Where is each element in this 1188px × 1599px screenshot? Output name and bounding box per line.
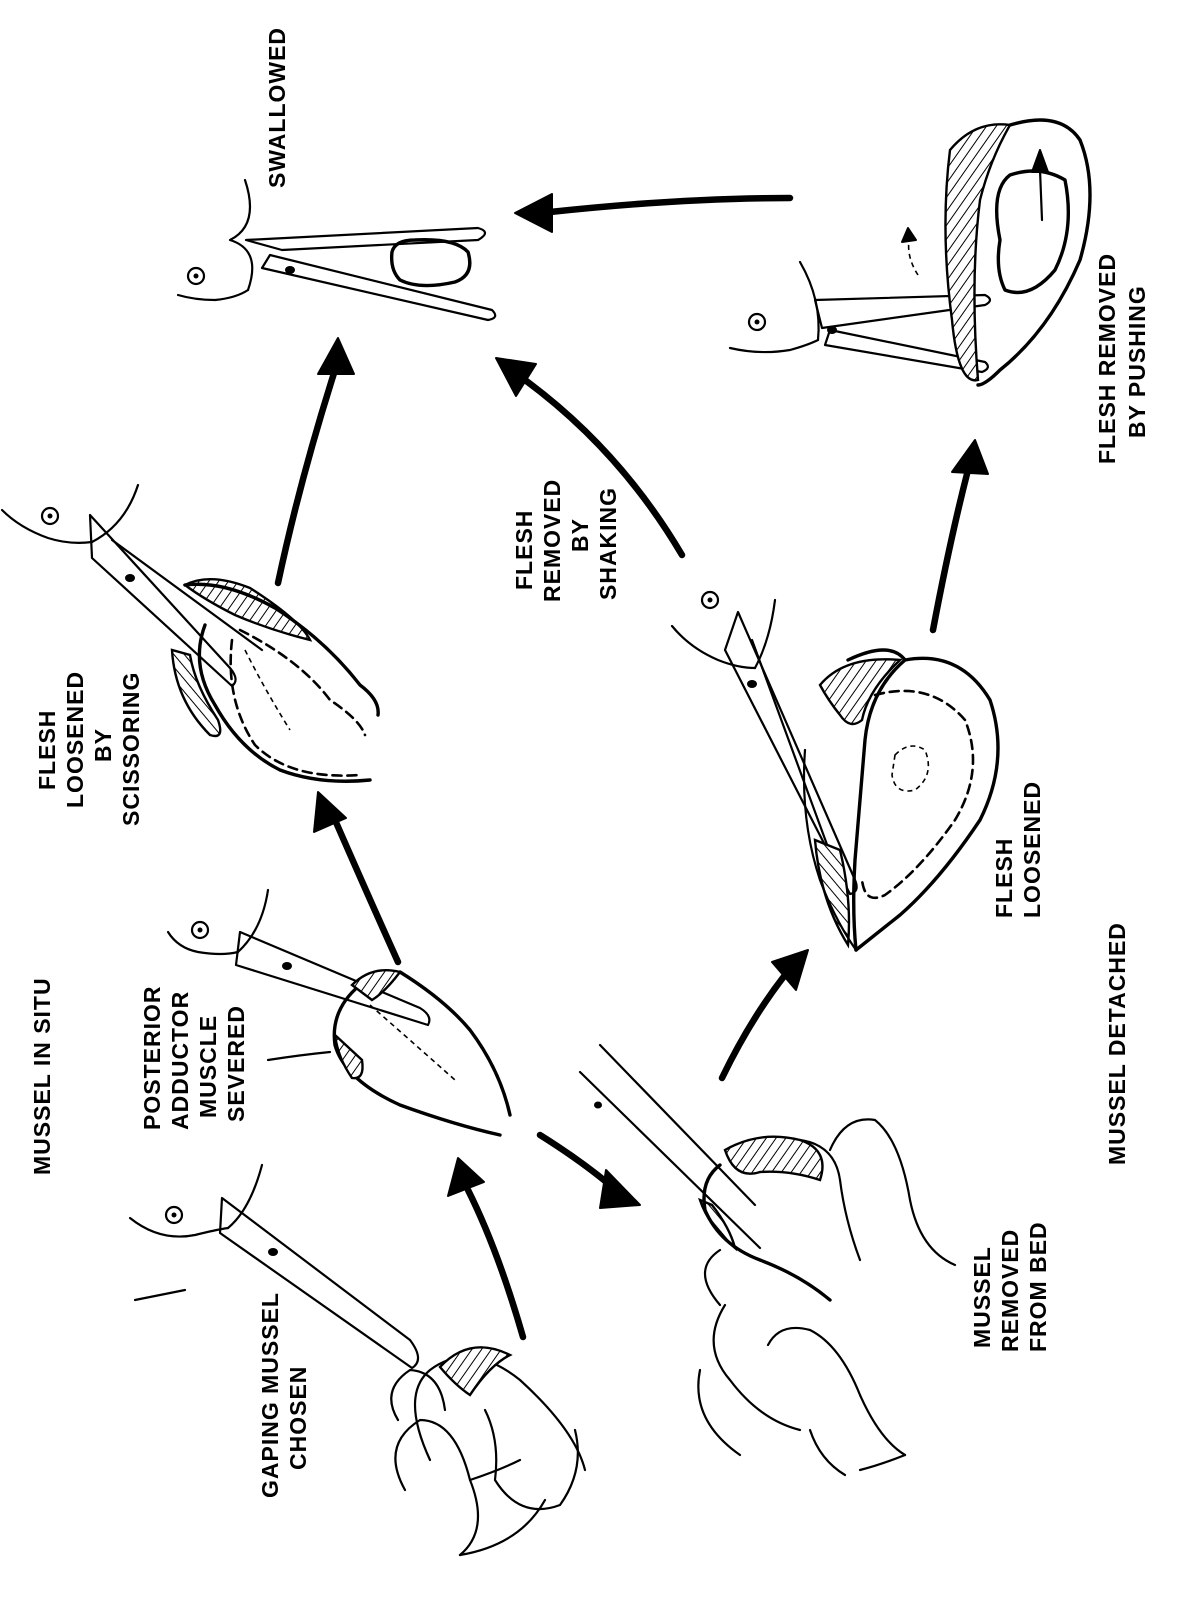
svg-text:FROM BED: FROM BED [1025,1221,1051,1352]
svg-text:LOOSENED: LOOSENED [62,671,88,808]
illustration-flesh-pushing [730,120,1090,385]
svg-text:MUSSEL: MUSSEL [969,1246,995,1348]
svg-text:FLESH REMOVED: FLESH REMOVED [1094,253,1120,464]
flow-arrows [278,194,988,1337]
label-flesh-loosened: FLESH LOOSENED [991,781,1045,918]
label-flesh-loosened-by-scissoring: FLESH LOOSENED BY SCISSORING [34,671,144,826]
svg-text:SCISSORING: SCISSORING [118,672,144,826]
svg-text:POSTERIOR: POSTERIOR [139,986,165,1130]
arrow-gaping-to-severed [448,1158,523,1337]
phase-label-detached: MUSSEL DETACHED [1104,922,1130,1165]
svg-text:BY: BY [90,728,116,762]
svg-text:BY: BY [567,518,593,552]
svg-text:SEVERED: SEVERED [223,1005,249,1122]
svg-text:LOOSENED: LOOSENED [1019,781,1045,918]
svg-text:SWALLOWED: SWALLOWED [264,27,290,188]
svg-text:FLESH: FLESH [34,710,60,790]
label-swallowed: SWALLOWED [264,27,290,188]
svg-text:REMOVED: REMOVED [539,479,565,602]
arrow-severed-to-removed [540,1135,640,1208]
illustration-swallowed [178,180,495,320]
label-gaping-mussel-chosen: GAPING MUSSEL CHOSEN [257,1292,311,1498]
arrow-pushing-to-swallowed [515,194,790,232]
svg-text:CHOSEN: CHOSEN [285,1366,311,1470]
svg-text:FLESH: FLESH [511,510,537,590]
svg-text:SHAKING: SHAKING [595,487,621,600]
svg-text:ADDUCTOR: ADDUCTOR [167,991,193,1130]
arrow-removed-to-loosened [722,950,808,1078]
svg-text:BY PUSHING: BY PUSHING [1124,285,1150,438]
svg-text:REMOVED: REMOVED [997,1229,1023,1352]
arrow-loosened-to-pushing [933,440,988,630]
arrow-severed-to-scissoring [314,792,398,962]
label-posterior-adductor-severed: POSTERIOR ADDUCTOR MUSCLE SEVERED [139,986,249,1130]
label-mussel-removed-from-bed: MUSSEL REMOVED FROM BED [969,1221,1051,1352]
label-flesh-removed-by-pushing: FLESH REMOVED BY PUSHING [1094,253,1150,464]
illustration-gaping-mussel [130,1165,585,1555]
phase-label-in-situ: MUSSEL IN SITU [29,977,55,1175]
svg-text:GAPING MUSSEL: GAPING MUSSEL [257,1292,283,1498]
illustration-removed-from-bed [580,1045,955,1475]
svg-text:FLESH: FLESH [991,838,1017,918]
illustration-flesh-loosened [672,592,998,950]
arrow-scissoring-to-swallowed [278,338,354,583]
label-flesh-removed-by-shaking: FLESH REMOVED BY SHAKING [511,479,621,602]
svg-text:MUSCLE: MUSCLE [195,1015,221,1118]
